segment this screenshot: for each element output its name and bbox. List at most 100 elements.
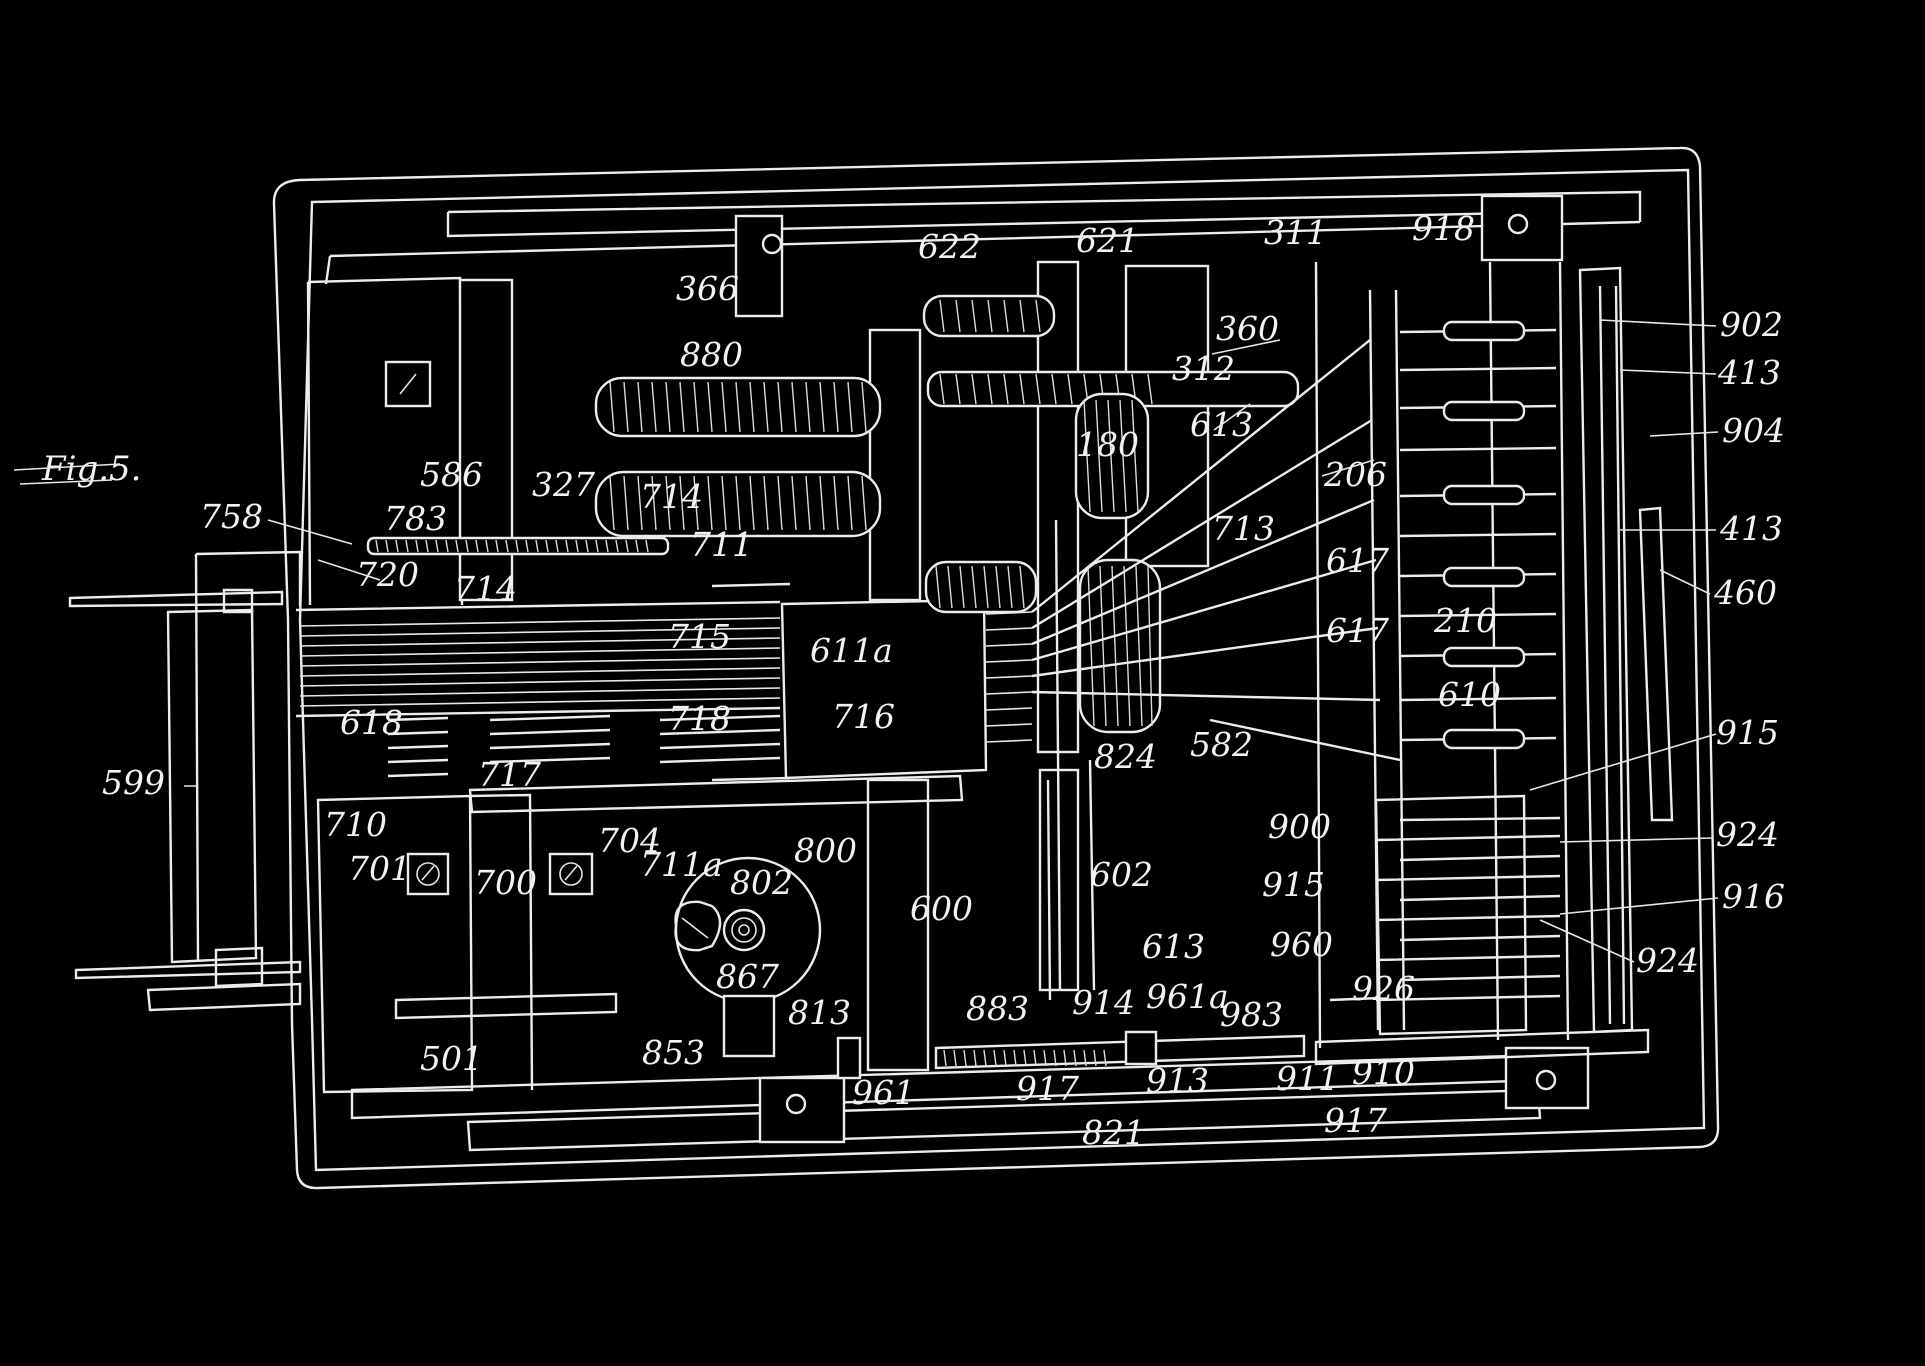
ref-label: 883 bbox=[966, 989, 1029, 1028]
ref-label: 701 bbox=[348, 849, 411, 888]
vertical-rods bbox=[1046, 519, 1381, 1002]
ref-label: 610 bbox=[1438, 675, 1501, 714]
ref-label: 916 bbox=[1722, 877, 1785, 916]
ref-label: 961 bbox=[852, 1073, 915, 1112]
ref-label: 824 bbox=[1094, 737, 1157, 776]
ref-label: 617 bbox=[1326, 541, 1389, 580]
ref-label: 926 bbox=[1352, 969, 1415, 1008]
ref-label: 813 bbox=[788, 993, 851, 1032]
coil-spring-824 bbox=[1078, 558, 1162, 734]
ref-label: 717 bbox=[478, 755, 541, 794]
ref-label: 915 bbox=[1262, 865, 1325, 904]
ref-label: 983 bbox=[1220, 995, 1283, 1034]
right-relay-springs bbox=[1399, 320, 1557, 750]
ref-label: 622 bbox=[918, 227, 981, 266]
figure-title-underline bbox=[13, 463, 121, 485]
ref-label: 918 bbox=[1412, 209, 1475, 248]
ref-label: 783 bbox=[384, 499, 447, 538]
coil-spring-783 bbox=[366, 536, 670, 556]
ref-label: 618 bbox=[340, 703, 403, 742]
ref-label: 599 bbox=[102, 763, 165, 802]
ref-label: 586 bbox=[420, 455, 483, 494]
ref-label: 867 bbox=[716, 957, 779, 996]
ref-label: 613 bbox=[1142, 927, 1205, 966]
ref-label: 715 bbox=[668, 617, 731, 656]
right-relay-frame bbox=[1314, 261, 1674, 1066]
lower-left-plates bbox=[387, 714, 964, 1020]
ref-label: 924 bbox=[1636, 941, 1699, 980]
ref-label: 917 bbox=[1324, 1101, 1387, 1140]
ref-label: 913 bbox=[1146, 1061, 1209, 1100]
ref-label: 206 bbox=[1323, 455, 1387, 494]
ref-label: 501 bbox=[420, 1039, 483, 1078]
screw-slot-701 bbox=[421, 865, 435, 881]
ref-label: 360 bbox=[1216, 309, 1279, 348]
screw-head-700 bbox=[559, 862, 583, 886]
coil-spring-622-621 bbox=[922, 294, 1056, 338]
ref-label: 961a bbox=[1146, 977, 1229, 1016]
ref-label: 924 bbox=[1716, 815, 1779, 854]
ref-label: 311 bbox=[1264, 213, 1327, 252]
ref-label: 413 bbox=[1719, 509, 1783, 548]
ref-label: 915 bbox=[1716, 713, 1779, 752]
mounting-lug-bottom-right bbox=[1504, 1046, 1590, 1110]
ref-label: 704 bbox=[598, 821, 661, 860]
ref-label: 210 bbox=[1433, 601, 1497, 640]
ref-label: 910 bbox=[1352, 1053, 1415, 1092]
coil-spring-620 bbox=[594, 470, 882, 538]
mounting-lug-top-left bbox=[734, 214, 784, 318]
ref-label: 413 bbox=[1717, 353, 1781, 392]
ref-label: 758 bbox=[200, 497, 263, 536]
lower-shaft-821 bbox=[836, 1030, 1306, 1080]
coil-spring-180 bbox=[1074, 392, 1150, 520]
ref-label: 611a bbox=[810, 631, 893, 670]
central-block-outline bbox=[711, 582, 791, 782]
left-frame bbox=[306, 276, 534, 1094]
ref-label: 911 bbox=[1276, 1059, 1339, 1098]
ref-label: 904 bbox=[1722, 411, 1785, 450]
outer-housing bbox=[272, 146, 1720, 1190]
screw-head-701 bbox=[416, 862, 440, 886]
mounting-lug-bottom-left bbox=[758, 1076, 846, 1144]
ref-label: 853 bbox=[642, 1033, 705, 1072]
ref-label: 821 bbox=[1082, 1113, 1145, 1152]
screw-slot-700 bbox=[564, 865, 578, 881]
mounting-lug-top-right bbox=[1480, 194, 1564, 262]
ref-label: 312 bbox=[1172, 349, 1235, 388]
inner-housing bbox=[298, 168, 1706, 1172]
ref-label: 700 bbox=[474, 863, 537, 902]
top-plate bbox=[324, 190, 1642, 285]
central-block-611a bbox=[780, 598, 988, 780]
left-contact-stack-715 bbox=[295, 600, 781, 718]
ref-label: 460 bbox=[1713, 573, 1777, 612]
ref-label: 800 bbox=[794, 831, 857, 870]
ref-label: 713 bbox=[1212, 509, 1275, 548]
ref-label: 720 bbox=[356, 555, 419, 594]
ref-label: 917 bbox=[1016, 1069, 1079, 1108]
ref-label: 710 bbox=[324, 805, 387, 844]
cam-wheel-867 bbox=[674, 856, 822, 1058]
ref-label: 602 bbox=[1090, 855, 1153, 894]
ref-label: 880 bbox=[680, 335, 743, 374]
ref-label: 714 bbox=[454, 569, 517, 608]
ref-label: 621 bbox=[1076, 221, 1139, 260]
ref-label: 327 bbox=[532, 465, 595, 504]
ref-label: 914 bbox=[1072, 983, 1135, 1022]
ref-label: 711a bbox=[640, 845, 723, 884]
comb-teeth bbox=[985, 611, 1033, 743]
ref-label: 902 bbox=[1720, 305, 1783, 344]
ref-label: 711 bbox=[690, 525, 753, 564]
ref-label: 582 bbox=[1190, 725, 1253, 764]
screw-slot bbox=[399, 373, 417, 395]
coil-spring-880 bbox=[594, 376, 882, 438]
ref-label: 716 bbox=[832, 697, 895, 736]
ref-label: 802 bbox=[730, 863, 793, 902]
ref-label: 718 bbox=[668, 699, 731, 738]
ref-label: 600 bbox=[910, 889, 973, 928]
coil-spring-upper-mid bbox=[926, 370, 1300, 408]
leader-lines bbox=[184, 319, 1719, 963]
side-bracket-599 bbox=[68, 550, 302, 1012]
ref-label: 960 bbox=[1270, 925, 1333, 964]
ref-label: 180 bbox=[1076, 425, 1139, 464]
